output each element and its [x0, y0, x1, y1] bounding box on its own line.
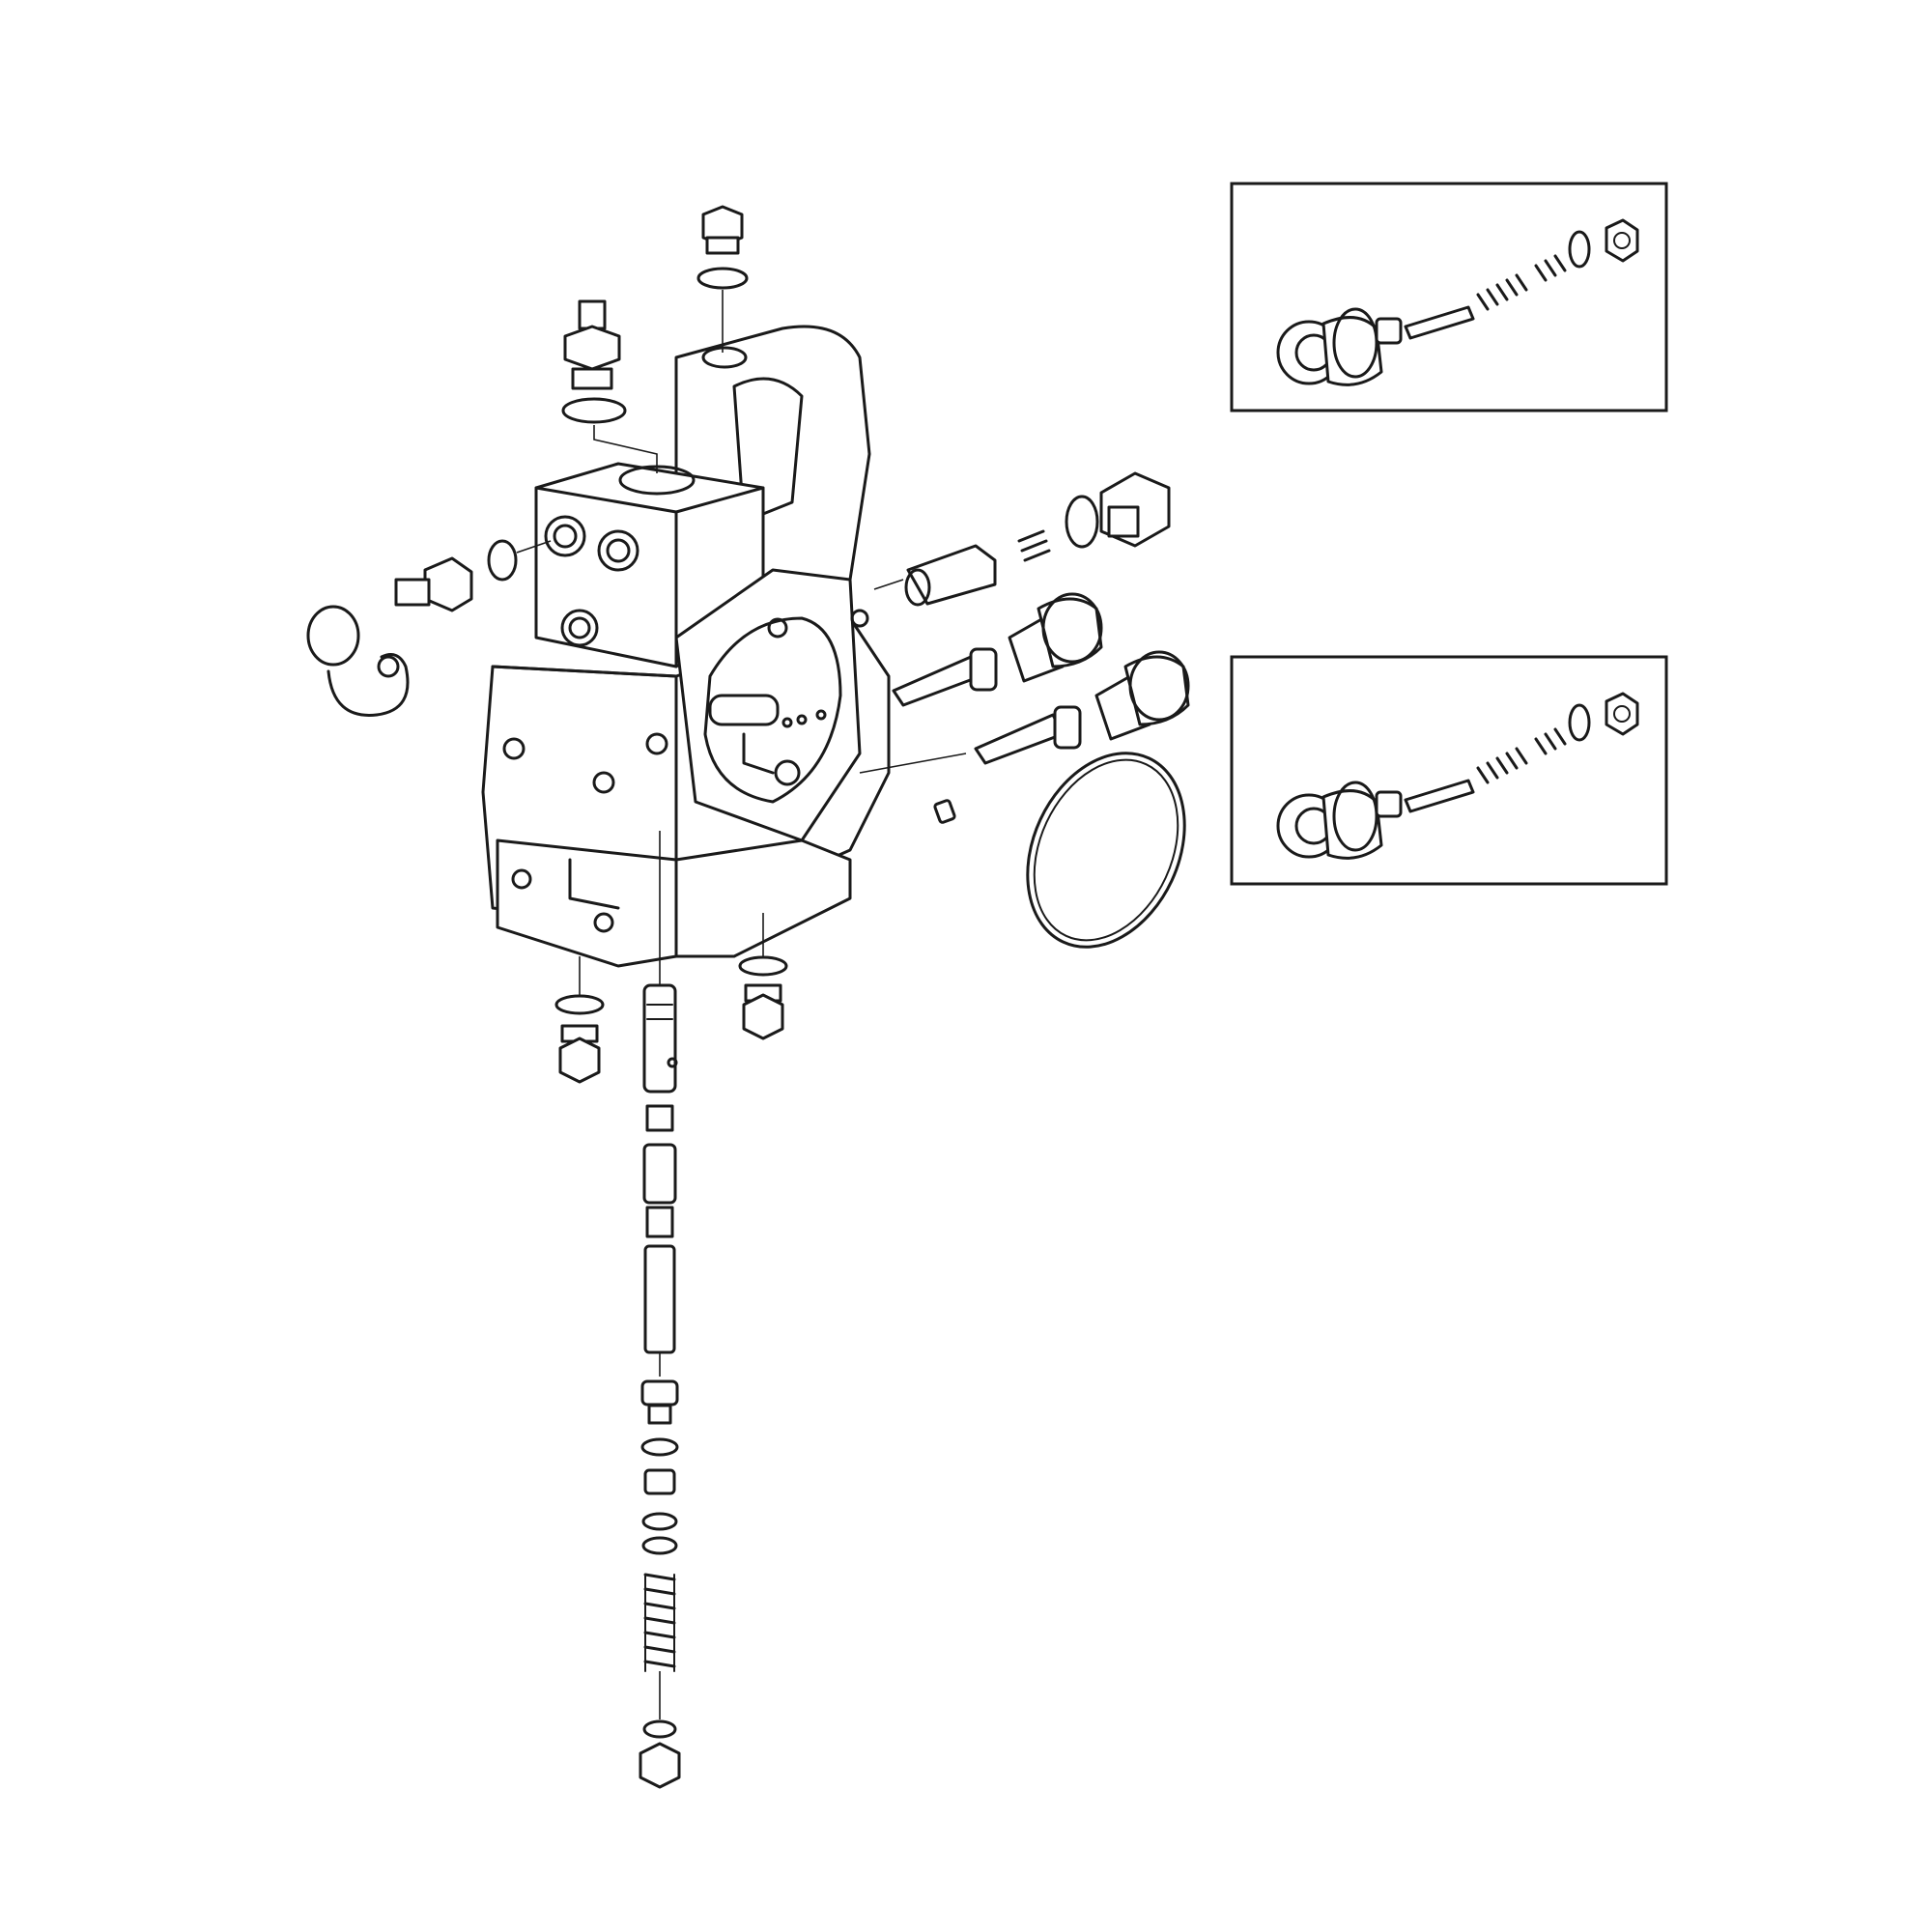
- top-plug-right: [696, 205, 749, 353]
- check-valve-right-upper: [873, 471, 1171, 607]
- relief-valve-cartridge-1: [892, 592, 1103, 707]
- relief-valve-detail-upper: [1230, 182, 1668, 412]
- small-set-screw: [859, 753, 967, 824]
- top-fitting-left: [561, 299, 658, 473]
- relief-valve-cartridge-2: [974, 650, 1190, 765]
- valve-housing: [481, 325, 891, 968]
- bottom-plug-left: [554, 956, 605, 1084]
- side-fitting-left: [306, 539, 552, 717]
- bottom-plug-right: [738, 913, 788, 1040]
- relief-valve-detail-lower: [1230, 655, 1668, 886]
- large-o-ring: [1026, 752, 1186, 949]
- vertical-spool-assembly: [639, 831, 681, 1789]
